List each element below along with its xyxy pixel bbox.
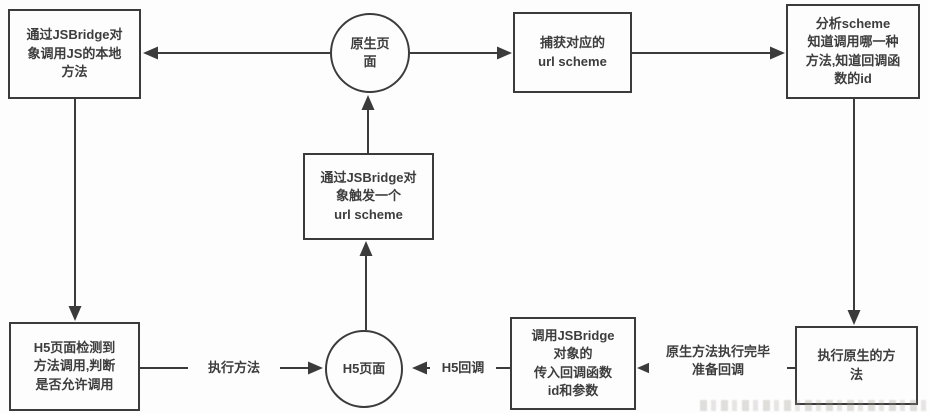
edge-label-execute-method: 执行方法	[188, 359, 280, 377]
node-h5-page[interactable]: H5页面	[325, 330, 403, 408]
node-analyze-scheme[interactable]: 分析scheme 知道调用哪一种 方法,知道回调函 数的id	[786, 4, 920, 99]
arrowhead-up-icon	[361, 95, 375, 110]
edge-native-call-to-h5-detect	[68, 99, 82, 321]
edge-label-native-done: 原生方法执行完毕 准备回调	[649, 343, 787, 379]
arrowhead-left-icon	[412, 361, 427, 375]
arrowhead-down-icon	[847, 310, 861, 325]
arrowhead-down-icon	[68, 306, 82, 321]
arrowhead-right-icon	[497, 46, 512, 60]
arrowhead-right-icon	[770, 46, 785, 60]
arrowhead-up-icon	[359, 241, 373, 256]
node-h5-detect[interactable]: H5页面检测到 方法调用,判断 是否允许调用	[9, 322, 140, 411]
node-native-page[interactable]: 原生页 面	[330, 13, 410, 93]
edge-native-page-to-capture	[410, 46, 512, 60]
node-exec-native[interactable]: 执行原生的方 法	[795, 326, 918, 405]
watermark	[700, 400, 926, 411]
node-capture-scheme[interactable]: 捕获对应的 url scheme	[513, 12, 632, 93]
edge-trigger-to-native-page	[361, 95, 375, 153]
arrowhead-right-icon	[308, 361, 323, 375]
edge-h5-page-to-trigger	[359, 241, 373, 330]
node-jsbridge-callback[interactable]: 调用JSBridge 对象的 传入回调函数 id和参数	[510, 317, 636, 410]
edge-analyze-to-exec-native	[847, 99, 861, 325]
edge-native-page-to-native-call	[143, 46, 330, 60]
arrowhead-left-icon	[637, 361, 652, 375]
node-native-call-js[interactable]: 通过JSBridge对 象调用JS的本地 方法	[8, 9, 141, 99]
arrowhead-left-icon	[143, 46, 158, 60]
edge-label-h5-callback: H5回调	[430, 359, 496, 377]
node-trigger-scheme[interactable]: 通过JSBridge对 象触发一个 url scheme	[303, 153, 434, 240]
edge-capture-to-analyze	[632, 46, 785, 60]
